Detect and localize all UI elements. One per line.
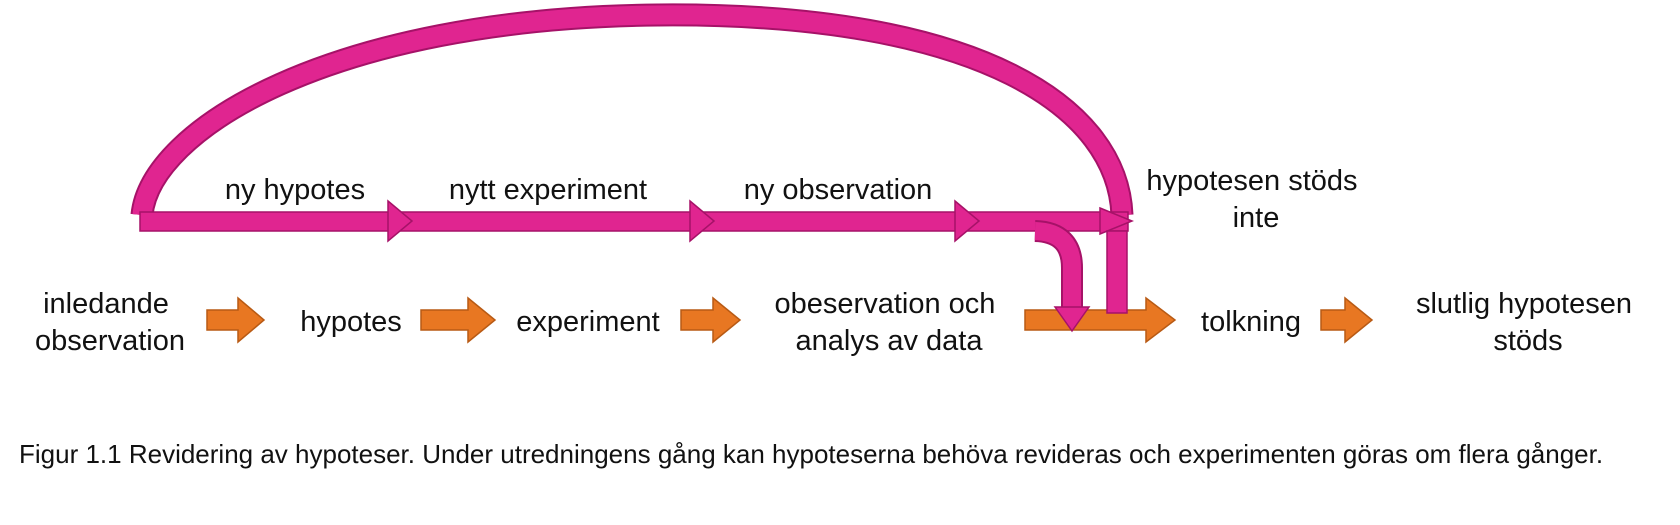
loop-overlap (1053, 230, 1128, 333)
loop-band (139, 211, 1129, 232)
main-flow (206, 296, 1374, 344)
loop-label-new-observation: ny observation (744, 174, 933, 206)
loop-chevron-4 (1099, 206, 1134, 236)
loop-arch-connector-fill (132, 5, 1132, 217)
step-interpretation: tolkning (1201, 306, 1301, 338)
flow-arrow-3 (680, 296, 742, 344)
step-final: slutlig hypotesen stöds (1416, 288, 1640, 357)
step-observation-analysis: obeservation och analys av data (775, 288, 1004, 357)
figure-caption: Figur 1.1 Revidering av hypoteser. Under… (19, 439, 1604, 469)
loop-chevron-1 (387, 199, 414, 243)
loop-label-not-supported: hypotesen stöds inte (1146, 165, 1365, 234)
flow-arrow-1 (206, 296, 266, 344)
step-initial-observation: inledande observation (35, 288, 185, 357)
loop-return-bend-fill (1034, 222, 1081, 308)
loop-chevron-3 (954, 199, 981, 243)
loop-chevron-2 (689, 199, 716, 243)
step-hypothesis: hypotes (300, 306, 402, 338)
loop-riser (1106, 230, 1128, 314)
revision-loop (130, 3, 1134, 308)
step-experiment: experiment (516, 306, 659, 338)
flow-arrow-5 (1320, 296, 1374, 344)
loop-labels: ny hypotes nytt experiment ny observatio… (225, 165, 1365, 234)
loop-return-arrowhead (1053, 306, 1091, 333)
step-labels: inledande observation hypotes experiment… (35, 288, 1640, 357)
loop-label-new-experiment: nytt experiment (449, 174, 647, 206)
flow-arrow-2 (420, 296, 497, 344)
flow-arrow-4 (1024, 296, 1177, 344)
loop-label-new-hypothesis: ny hypotes (225, 174, 365, 206)
